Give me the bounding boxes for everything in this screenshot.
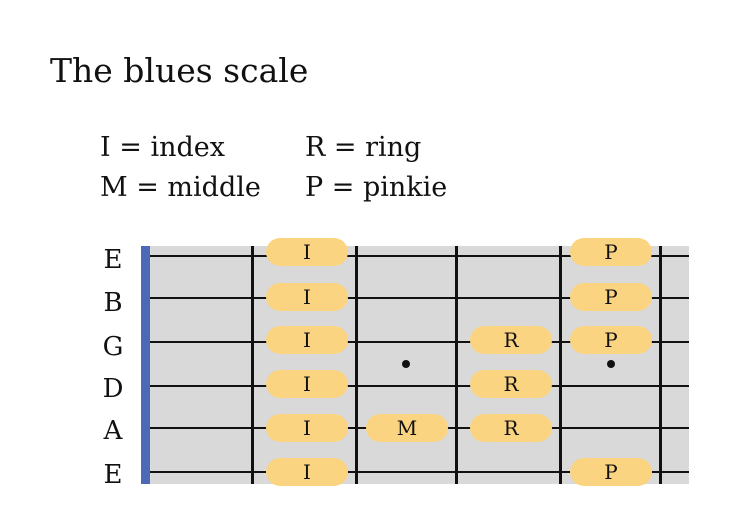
diagram-title: The blues scale: [50, 51, 309, 90]
legend-index: I = index: [100, 132, 225, 163]
fret-line-2: [355, 246, 358, 484]
finger-marker: P: [570, 238, 652, 266]
string-label-high-e: E: [103, 245, 123, 275]
string-label-g: G: [102, 332, 124, 362]
nut: [141, 246, 150, 484]
finger-marker: R: [470, 370, 552, 398]
fret-line-5: [659, 246, 662, 484]
string-label-a: A: [103, 416, 123, 446]
fret-line-3: [455, 246, 458, 484]
string-line-d: [150, 385, 689, 387]
legend-pinkie: P = pinkie: [305, 172, 448, 203]
fret-line-1: [251, 246, 254, 484]
string-line-g: [150, 341, 689, 343]
finger-marker: I: [266, 458, 348, 486]
inlay-dot-fret-5: [607, 360, 615, 368]
legend-middle: M = middle: [100, 172, 261, 203]
finger-marker: I: [266, 238, 348, 266]
finger-marker: I: [266, 326, 348, 354]
finger-marker: I: [266, 370, 348, 398]
string-label-b: B: [103, 288, 123, 318]
finger-marker: M: [366, 414, 448, 442]
legend-ring: R = ring: [305, 132, 422, 163]
string-line-low-e: [150, 471, 689, 473]
finger-marker: P: [570, 458, 652, 486]
string-line-high-e: [150, 255, 689, 257]
finger-marker: P: [570, 283, 652, 311]
inlay-dot-fret-3: [402, 360, 410, 368]
string-label-low-e: E: [103, 460, 123, 490]
string-line-b: [150, 297, 689, 299]
finger-marker: R: [470, 326, 552, 354]
finger-marker: R: [470, 414, 552, 442]
fret-line-4: [559, 246, 562, 484]
finger-marker: P: [570, 326, 652, 354]
finger-marker: I: [266, 283, 348, 311]
finger-marker: I: [266, 414, 348, 442]
string-label-d: D: [102, 374, 124, 404]
